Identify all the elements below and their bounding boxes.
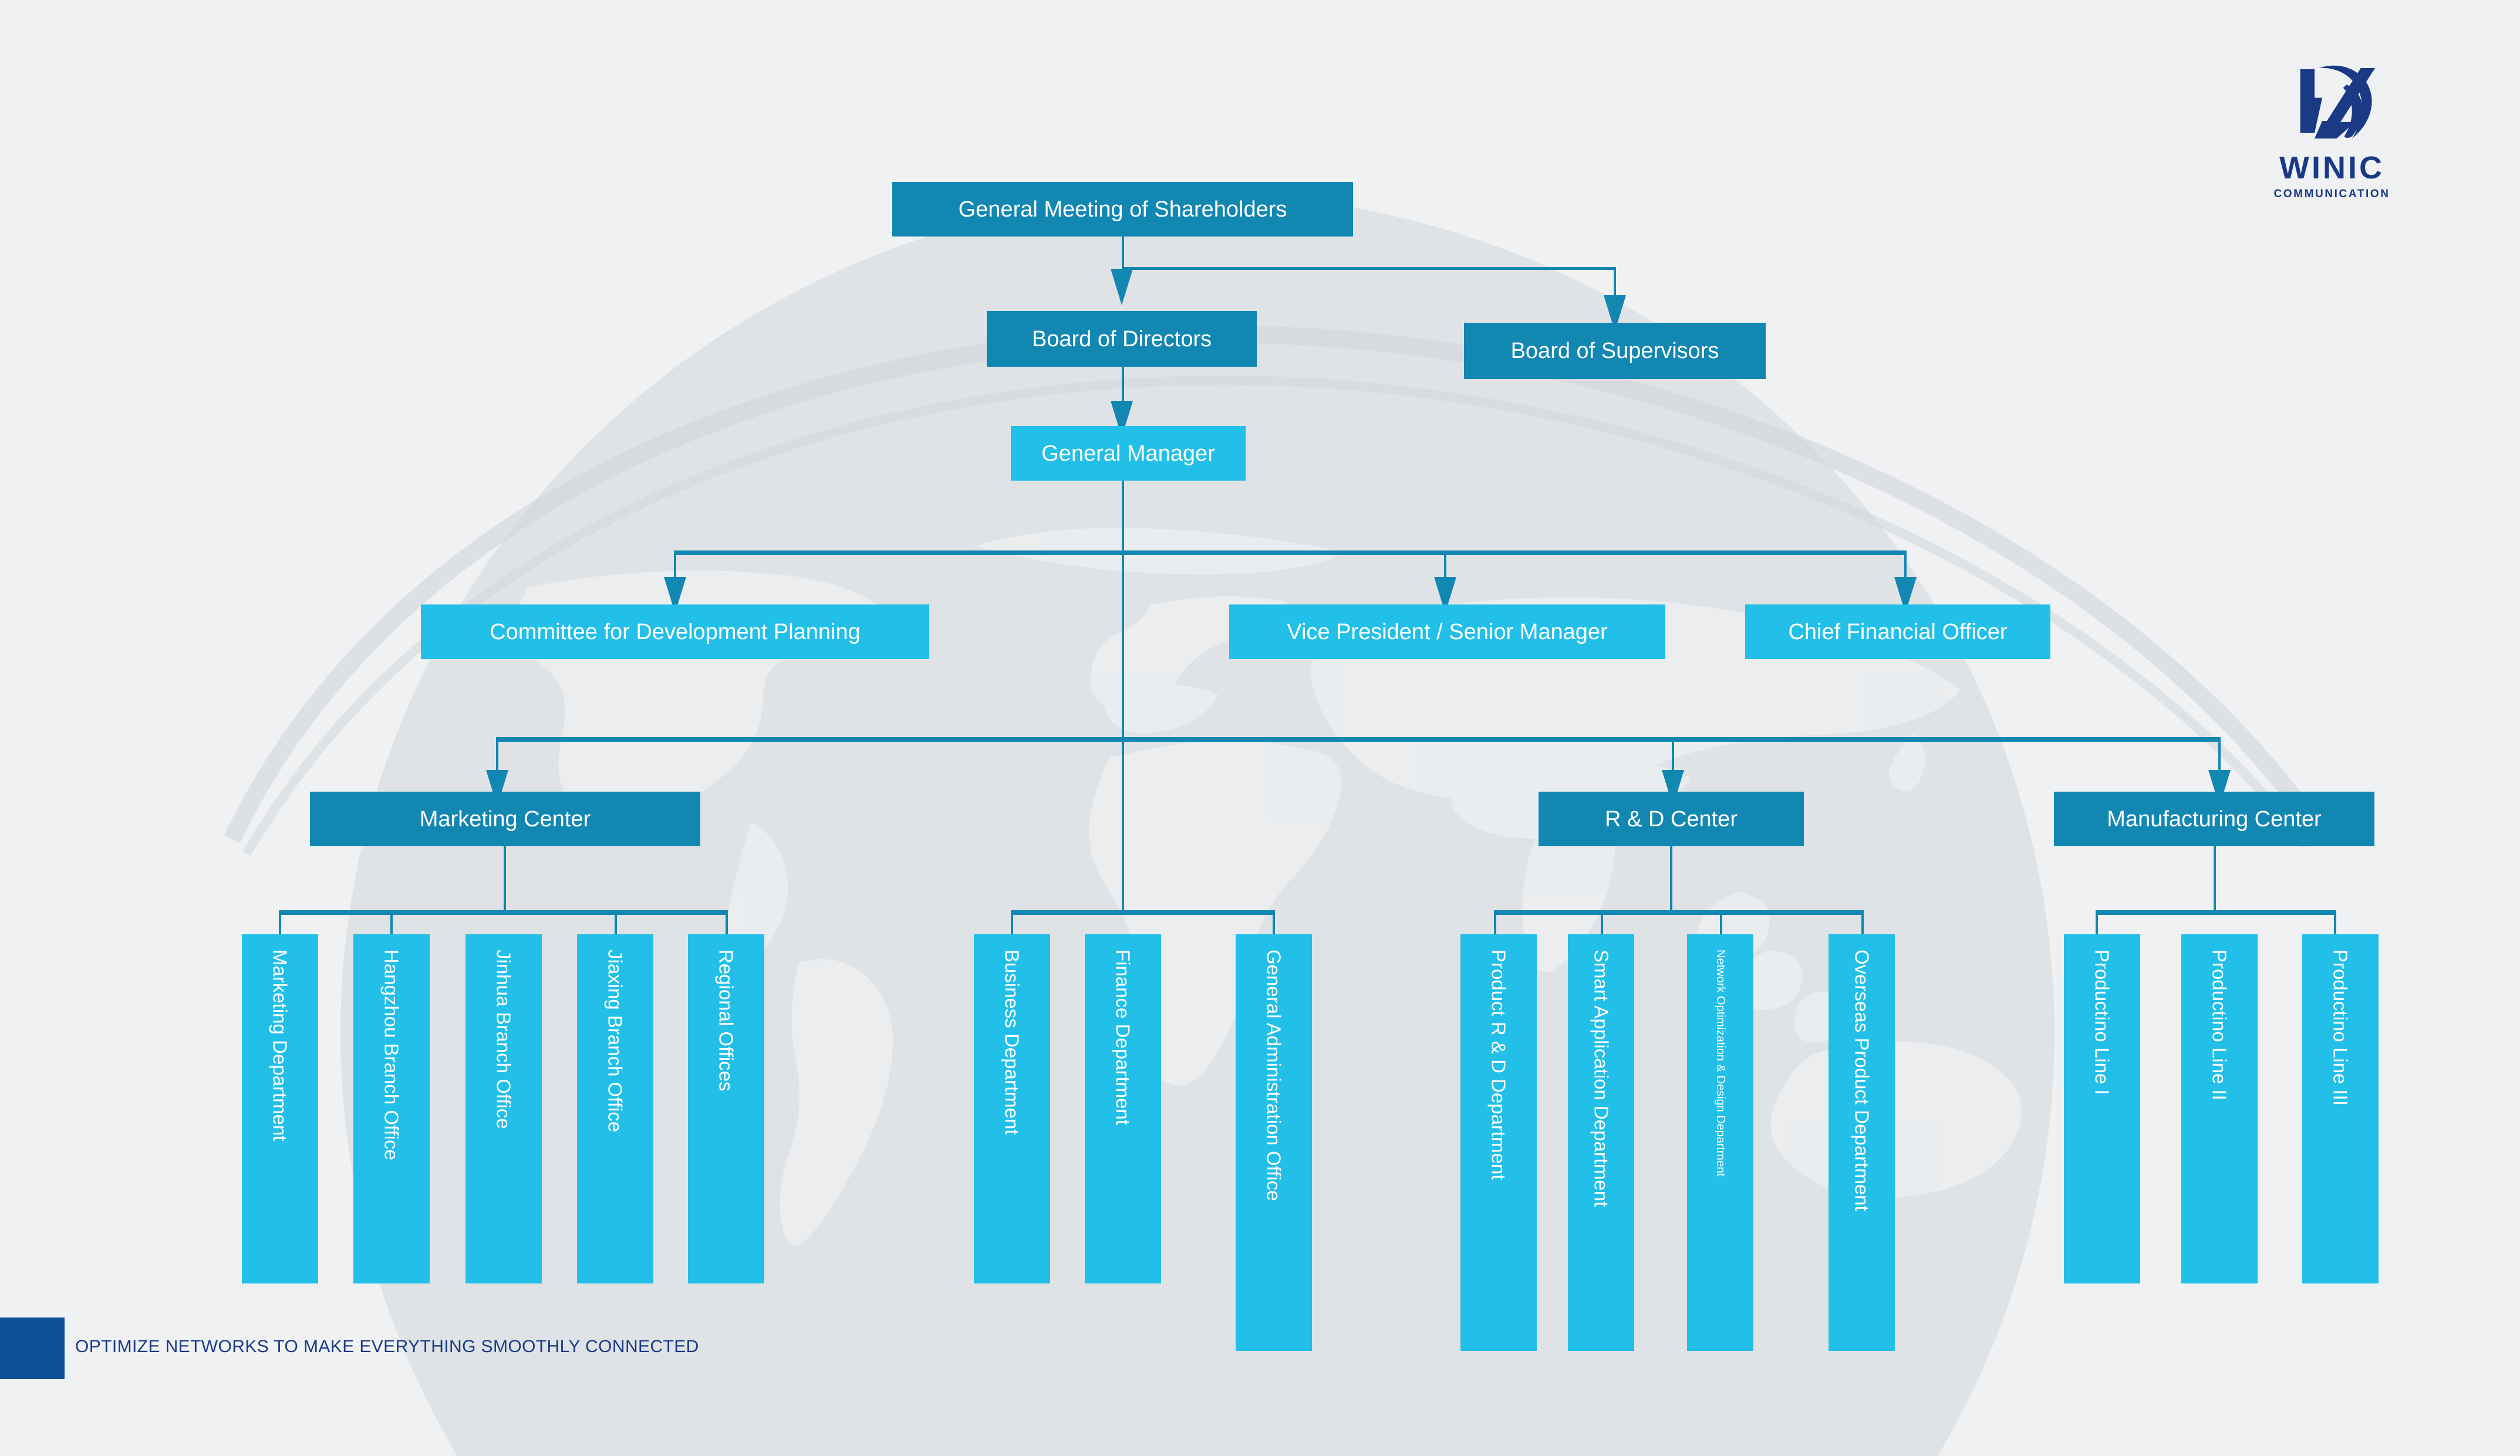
connector-l5-left-drop <box>496 737 498 772</box>
connector-mkt-d5 <box>726 910 728 951</box>
node-label: Product R & D Department <box>1487 950 1510 1180</box>
connector-l5-bus <box>496 737 2221 742</box>
node-general-manager[interactable]: General Manager <box>1011 426 1246 481</box>
connector-l4-bus <box>674 550 1907 555</box>
node-marketing-center[interactable]: Marketing Center <box>310 792 700 846</box>
node-network-optimization-design-department[interactable]: Network Optimization & Design Department <box>1687 934 1753 1351</box>
node-production-line-2[interactable]: Productino Line II <box>2181 934 2258 1283</box>
node-label: Jiaxing Branch Office <box>604 950 626 1133</box>
node-finance-department[interactable]: Finance Department <box>1085 934 1161 1283</box>
connector-mfg-d1 <box>2096 910 2098 951</box>
connector-gm-spine <box>1122 481 1124 915</box>
node-chief-financial-officer[interactable]: Chief Financial Officer <box>1745 604 2050 659</box>
node-production-line-3[interactable]: Productino Line III <box>2302 934 2379 1283</box>
brand-subtitle: COMMUNICATION <box>2273 188 2390 200</box>
footer-tagline: OPTIMIZE NETWORKS TO MAKE EVERYTHING SMO… <box>75 1337 699 1356</box>
node-overseas-product-department[interactable]: Overseas Product Department <box>1829 934 1895 1351</box>
node-label: General Manager <box>1041 441 1215 466</box>
footer-accent-bar <box>0 1318 65 1379</box>
connector-l4-right-drop <box>1904 550 1907 579</box>
node-marketing-department[interactable]: Marketing Department <box>242 934 318 1283</box>
winic-wd-monogram-icon <box>2300 65 2375 138</box>
connector-l4-mid-drop <box>1444 550 1446 579</box>
connector-rd-bus <box>1494 910 1864 915</box>
connector-l5-mid-drop <box>1672 737 1674 772</box>
connector-rd-stem <box>1670 846 1672 913</box>
node-label: Board of Supervisors <box>1510 339 1719 363</box>
node-hangzhou-branch-office[interactable]: Hangzhou Branch Office <box>353 934 430 1283</box>
node-business-department[interactable]: Business Department <box>974 934 1050 1283</box>
connector-l1-bus <box>1122 267 1615 270</box>
connector-mkt-bus <box>279 910 728 915</box>
connector-mkt-d4 <box>615 910 617 951</box>
connector-center-d3 <box>1273 910 1275 951</box>
node-vice-president-senior-manager[interactable]: Vice President / Senior Manager <box>1229 604 1665 659</box>
node-label: Hangzhou Branch Office <box>380 950 403 1160</box>
connector-rd-d3 <box>1720 910 1722 951</box>
node-production-line-1[interactable]: Productino Line I <box>2064 934 2140 1283</box>
connector-l1-stem <box>1122 237 1124 269</box>
node-label: Smart Application Department <box>1590 950 1612 1207</box>
node-label: General Meeting of Shareholders <box>958 197 1287 222</box>
connector-directors-to-gm <box>1122 367 1124 402</box>
node-label: Jinhua Branch Office <box>492 950 515 1129</box>
connector-mkt-d1 <box>279 910 281 951</box>
connector-center-bus <box>1011 910 1275 915</box>
node-label: Productino Line II <box>2208 950 2231 1100</box>
node-board-of-supervisors[interactable]: Board of Supervisors <box>1464 323 1766 379</box>
node-label: Overseas Product Department <box>1851 950 1873 1211</box>
node-product-rd-department[interactable]: Product R & D Department <box>1460 934 1537 1351</box>
node-label: Vice President / Senior Manager <box>1287 619 1608 644</box>
connector-mfg-stem <box>2214 846 2216 913</box>
node-label: Marketing Center <box>419 806 591 832</box>
node-label: Marketing Department <box>269 950 291 1141</box>
node-label: R & D Center <box>1605 806 1738 832</box>
node-label: Productino Line I <box>2091 950 2113 1095</box>
node-label: Chief Financial Officer <box>1788 619 2008 644</box>
node-label: Productino Line III <box>2329 950 2352 1106</box>
node-smart-application-department[interactable]: Smart Application Department <box>1568 934 1634 1351</box>
node-label: Network Optimization & Design Department <box>1713 950 1727 1177</box>
node-manufacturing-center[interactable]: Manufacturing Center <box>2054 792 2374 846</box>
connector-mfg-d3 <box>2334 910 2336 951</box>
node-label: Business Department <box>1001 950 1023 1135</box>
connector-rd-d4 <box>1861 910 1864 951</box>
connector-l1-to-supervisors <box>1614 267 1616 295</box>
brand-name: WINIC <box>2279 150 2384 185</box>
node-general-meeting-of-shareholders[interactable]: General Meeting of Shareholders <box>892 182 1353 237</box>
node-board-of-directors[interactable]: Board of Directors <box>987 311 1257 367</box>
node-label: General Administration Office <box>1263 950 1285 1201</box>
node-jinhua-branch-office[interactable]: Jinhua Branch Office <box>465 934 542 1283</box>
connector-mkt-d2 <box>390 910 393 951</box>
node-label: Manufacturing Center <box>2107 806 2322 832</box>
node-label: Board of Directors <box>1031 326 1212 352</box>
connector-mkt-stem <box>504 846 506 913</box>
arrow-to-board-of-directors <box>1111 269 1133 305</box>
brand-logo: WINIC COMMUNICATION <box>2257 56 2407 201</box>
connector-center-d1 <box>1011 910 1013 951</box>
connector-rd-d1 <box>1494 910 1496 951</box>
node-general-administration-office[interactable]: General Administration Office <box>1236 934 1312 1351</box>
connector-rd-d2 <box>1601 910 1603 951</box>
connector-l4-left-drop <box>674 550 676 579</box>
node-label: Regional Offices <box>715 950 737 1092</box>
node-label: Committee for Development Planning <box>490 619 861 644</box>
connector-l5-right-drop <box>2218 737 2221 772</box>
node-label: Finance Department <box>1112 950 1134 1125</box>
connector-mfg-bus <box>2096 910 2336 915</box>
node-regional-offices[interactable]: Regional Offices <box>688 934 764 1283</box>
node-jiaxing-branch-office[interactable]: Jiaxing Branch Office <box>577 934 653 1283</box>
node-committee-for-development-planning[interactable]: Committee for Development Planning <box>421 604 929 659</box>
node-rd-center[interactable]: R & D Center <box>1539 792 1804 846</box>
